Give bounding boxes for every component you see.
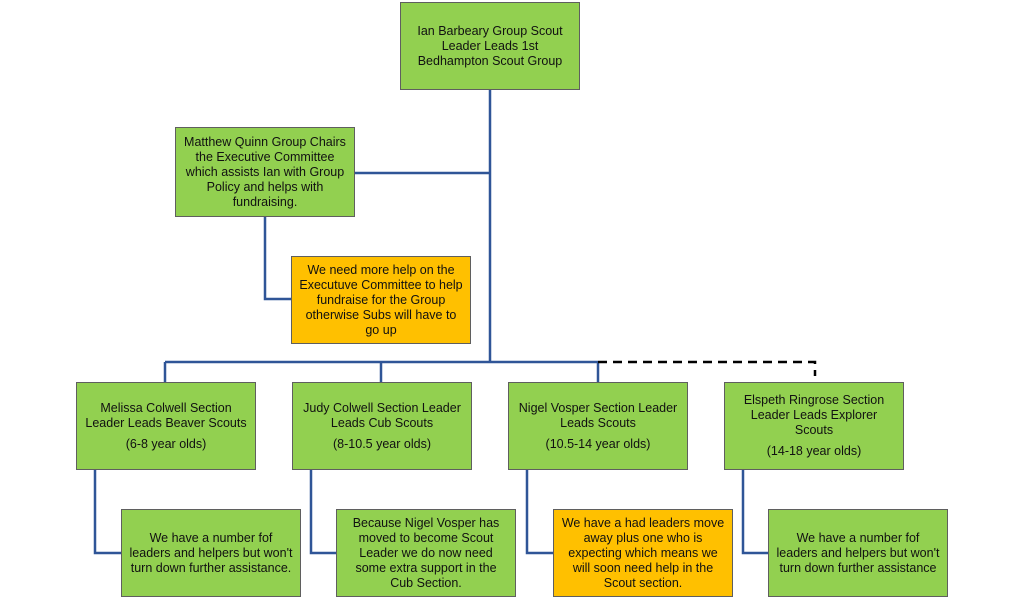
- connector-scout-note: [525, 470, 553, 555]
- connector-chair-help: [263, 217, 291, 301]
- beaver-note-box: We have a number fof leaders and helpers…: [121, 509, 301, 597]
- beaver-note-text: We have a number fof leaders and helpers…: [129, 530, 293, 575]
- executive-help-text: We need more help on the Executuve Commi…: [299, 262, 463, 337]
- beaver-leader-box: Melissa Colwell Section Leader Leads Bea…: [76, 382, 256, 470]
- cub-note-text: Because Nigel Vosper has moved to become…: [352, 515, 500, 590]
- explorer-note-text: We have a number fof leaders and helpers…: [776, 530, 940, 575]
- scout-leader-box: Nigel Vosper Section Leader Leads Scouts…: [508, 382, 688, 470]
- cub-leader-box: Judy Colwell Section Leader Leads Cub Sc…: [292, 382, 472, 470]
- connector-cub-note: [309, 470, 336, 555]
- scout-note-box: We have a had leaders move away plus one…: [553, 509, 733, 597]
- group-chair-box: Matthew Quinn Group Chairs the Executive…: [175, 127, 355, 217]
- group-scout-leader-text: Ian Barbeary Group Scout Leader Leads 1s…: [417, 23, 563, 68]
- explorer-leader-box: Elspeth Ringrose Section Leader Leads Ex…: [724, 382, 904, 470]
- scout-leader-text: Nigel Vosper Section Leader Leads Scouts: [518, 400, 678, 430]
- group-scout-leader-box: Ian Barbeary Group Scout Leader Leads 1s…: [400, 2, 580, 90]
- scout-age-range: (10.5-14 year olds): [545, 436, 651, 451]
- scout-note-text: We have a had leaders move away plus one…: [561, 515, 725, 590]
- connector-explorer-dashed: [598, 360, 817, 376]
- beaver-age-range: (6-8 year olds): [125, 436, 207, 451]
- explorer-age-range: (14-18 year olds): [766, 444, 862, 458]
- connector-explorer-note: [741, 470, 768, 555]
- connector-beaver-note: [93, 470, 121, 555]
- explorer-leader-text: Elspeth Ringrose Section Leader Leads Ex…: [743, 393, 885, 437]
- cub-leader-text: Judy Colwell Section Leader Leads Cub Sc…: [303, 400, 461, 430]
- executive-help-box: We need more help on the Executuve Commi…: [291, 256, 471, 344]
- cub-age-range: (8-10.5 year olds): [333, 436, 431, 451]
- explorer-note-box: We have a number fof leaders and helpers…: [768, 509, 948, 597]
- group-chair-text: Matthew Quinn Group Chairs the Executive…: [184, 134, 346, 209]
- cub-note-box: Because Nigel Vosper has moved to become…: [336, 509, 516, 597]
- beaver-leader-text: Melissa Colwell Section Leader Leads Bea…: [85, 400, 247, 430]
